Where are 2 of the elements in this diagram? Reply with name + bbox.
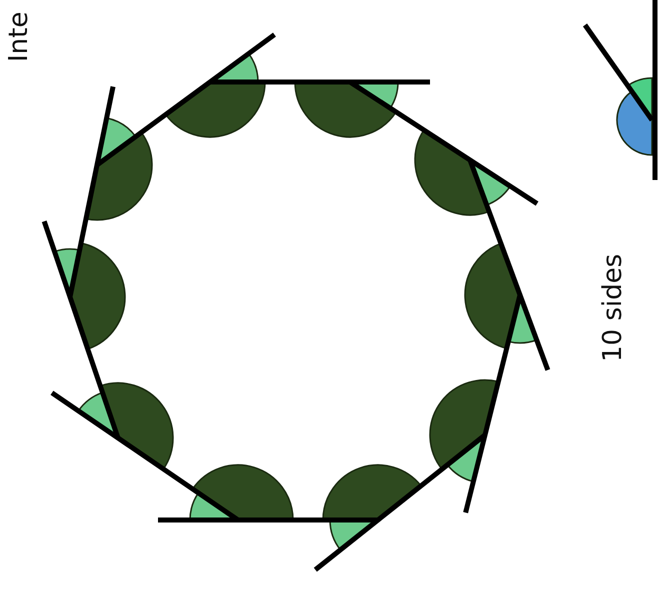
angle-label: Inte <box>6 12 32 62</box>
angle-label: 10 sides <box>600 254 626 362</box>
